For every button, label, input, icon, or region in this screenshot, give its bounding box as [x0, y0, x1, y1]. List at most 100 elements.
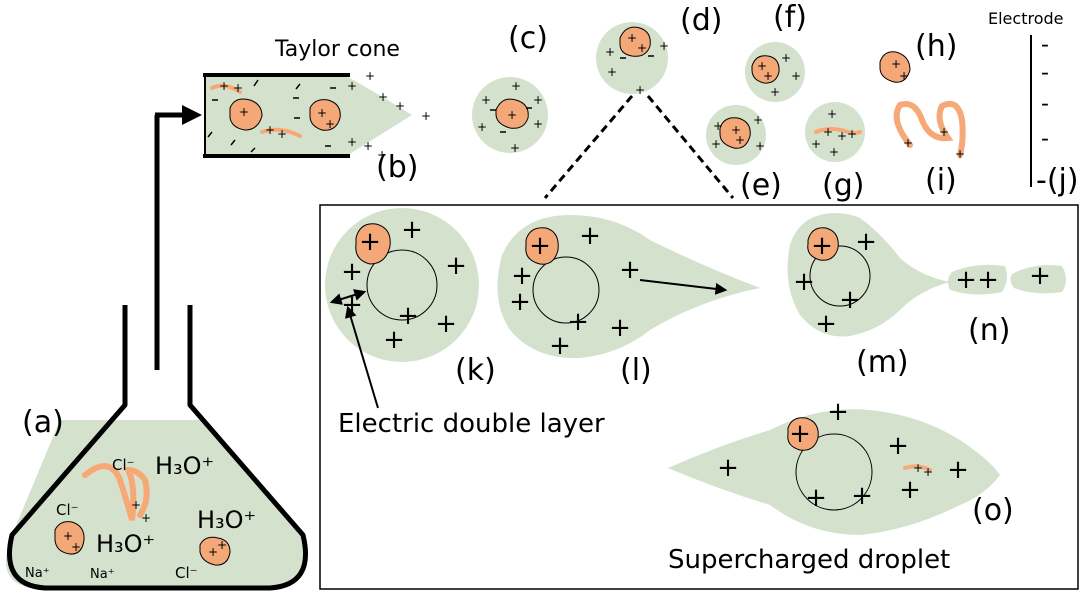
charge-sign: + [899, 69, 909, 83]
charge-sign: + [481, 93, 491, 107]
charge-sign: + [847, 127, 857, 141]
counter-ion-dash [250, 147, 256, 153]
charge-sign: + [891, 57, 901, 71]
flask-protein-2 [199, 536, 231, 566]
counter-ion-dash [295, 83, 301, 90]
charge-sign: + [711, 137, 721, 151]
charge-sign: + [507, 108, 517, 122]
charge-sign: + [347, 79, 357, 93]
capillary-protein [309, 99, 341, 131]
flask: + + + + + + Cl⁻ Cl⁻ Cl⁻ Na⁺ Na⁺ H₃O⁺ H₃O… [5, 105, 309, 591]
double-layer-pointer [345, 305, 379, 409]
charge-sign: + [533, 93, 543, 107]
flask-protein-1 [54, 521, 85, 555]
capillary-solution [205, 77, 412, 155]
label-n: (n) [968, 313, 1010, 348]
charge-sign: + [605, 45, 615, 59]
charge-sign: + [359, 227, 381, 257]
hydronium-label: H₃O⁺ [155, 452, 214, 480]
charge-sign: + [347, 135, 357, 149]
ion-h: + + (h) [879, 29, 957, 83]
charge-sign: + [637, 41, 647, 55]
charge-sign: + [939, 125, 949, 139]
zoom-panel: + + + + + + + + (k) + + + + + [319, 204, 1079, 590]
double-layer-caption: Electric double layer [338, 409, 605, 439]
charge-sign: + [735, 133, 745, 147]
charge-sign: + [923, 465, 933, 479]
charge-sign: + [233, 81, 243, 95]
charge-sign: + [793, 267, 815, 297]
charge-sign: + [955, 265, 977, 295]
charge-sign: + [757, 59, 767, 73]
charge-sign: + [395, 99, 405, 113]
charge-sign: + [913, 461, 923, 475]
charge-sign: + [731, 123, 741, 137]
electrode-charge: - [1041, 33, 1049, 58]
flask-protein-charge: + [63, 529, 73, 543]
charge-sign: + [265, 123, 275, 137]
charge-sign: + [363, 139, 373, 153]
droplet-c: + + + + + + + (c) [472, 21, 548, 155]
droplet-f: + + + + + (f) [745, 0, 807, 102]
label-b: (b) [376, 150, 418, 185]
chloride-ion-label: Cl⁻ [56, 501, 79, 519]
label-l: (l) [620, 353, 652, 388]
chloride-ion-label: Cl⁻ [112, 456, 135, 474]
charge-sign: + [899, 475, 921, 505]
charge-sign: + [239, 105, 249, 119]
offspring-droplets-n: + + + (n) [947, 261, 1066, 348]
charge-sign: + [805, 483, 827, 513]
charge-sign: + [435, 309, 457, 339]
charge-sign: + [855, 227, 877, 257]
charge-sign: + [378, 90, 388, 104]
charge-sign: + [755, 139, 765, 153]
charge-sign: + [827, 107, 837, 121]
charge-sign: + [851, 481, 873, 511]
charge-sign: + [609, 313, 631, 343]
charge-sign: + [659, 39, 669, 53]
charge-sign: + [627, 31, 637, 45]
charge-sign: + [770, 85, 780, 99]
charge-sign: + [789, 419, 811, 449]
charge-sign: + [619, 255, 641, 285]
droplet-l: + + + + + + + + (l) [497, 215, 760, 388]
label-m: (m) [856, 345, 909, 380]
charge-sign: + [341, 290, 363, 320]
zoom-line-left [543, 95, 634, 199]
charge-sign: + [277, 127, 287, 141]
electrode-charge: - [1041, 61, 1049, 86]
taylor-cone: + + + + + + + + + + + + + + + [203, 37, 431, 185]
zoom-line-right [646, 95, 735, 199]
charge-sign: + [635, 83, 645, 97]
charge-sign: + [511, 261, 533, 291]
charge-sign: + [823, 125, 833, 139]
charge-sign: + [549, 331, 571, 361]
flask-strand-charge: + [141, 511, 151, 525]
droplet-e: + + + + + + (e) [706, 105, 782, 203]
charge-sign: + [717, 453, 739, 483]
charge-sign: + [607, 65, 617, 79]
droplet-d: + + + + + + (d) [543, 3, 735, 199]
charge-sign: + [325, 117, 335, 131]
charge-sign: + [955, 147, 965, 161]
flask-protein-charge: + [217, 538, 227, 552]
flask-solution [5, 420, 307, 588]
charge-sign: + [445, 251, 467, 281]
elongation-arrow [639, 279, 728, 295]
charge-sign: + [811, 231, 833, 261]
charge-sign: + [903, 136, 913, 150]
electrode-caption: Electrode [988, 9, 1063, 28]
droplet-m: + + + + + (m) [787, 213, 950, 380]
charge-sign: + [477, 120, 487, 134]
charge-sign: + [947, 455, 969, 485]
flask-dna-strand [82, 463, 150, 521]
charge-sign: + [579, 221, 601, 251]
taylor-cone-caption: Taylor cone [274, 37, 400, 62]
label-g: (g) [822, 168, 864, 203]
droplet-k: + + + + + + + + (k) [325, 208, 496, 409]
charge-sign: + [887, 431, 909, 461]
label-e: (e) [740, 168, 782, 203]
charge-sign: + [341, 257, 363, 287]
label-c: (c) [508, 21, 548, 56]
capillary-strand [210, 83, 242, 94]
